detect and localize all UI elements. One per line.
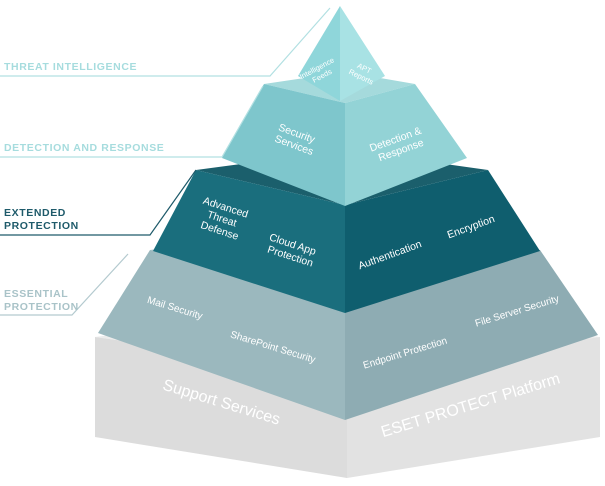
leader-line-extended-protection <box>0 169 197 236</box>
leader-lines <box>0 7 331 316</box>
label-detection-response: DETECTION AND RESPONSE <box>4 142 164 154</box>
leader-line-detection-response <box>0 85 264 158</box>
label-extended-protection: EXTENDED PROTECTION <box>4 207 79 232</box>
leader-line-essential-protection <box>0 253 129 316</box>
tier-threat-right-face <box>340 6 385 101</box>
tier-detection-left-face <box>222 84 345 206</box>
tier-threat-intelligence <box>298 6 385 101</box>
face-text-detection-response: Detection & Response <box>368 124 430 166</box>
label-threat-intelligence-line: THREAT INTELLIGENCE <box>4 61 137 73</box>
tier-extended-left-face <box>153 170 345 313</box>
label-extended-protection-line-2: PROTECTION <box>4 220 79 232</box>
tier-detection-right-face <box>345 84 467 206</box>
label-essential-protection-line-1: ESSENTIAL <box>4 288 68 300</box>
tier-extended-right-face <box>345 170 540 313</box>
label-detection-response-line: DETECTION AND RESPONSE <box>4 142 164 154</box>
label-extended-protection-line-1: EXTENDED <box>4 207 66 219</box>
label-essential-protection: ESSENTIAL PROTECTION <box>4 288 79 313</box>
tier-threat-left-face <box>298 6 340 101</box>
label-threat-intelligence: THREAT INTELLIGENCE <box>4 61 137 73</box>
leader-line-threat-intelligence <box>0 7 331 77</box>
label-essential-protection-line-2: PROTECTION <box>4 301 79 313</box>
